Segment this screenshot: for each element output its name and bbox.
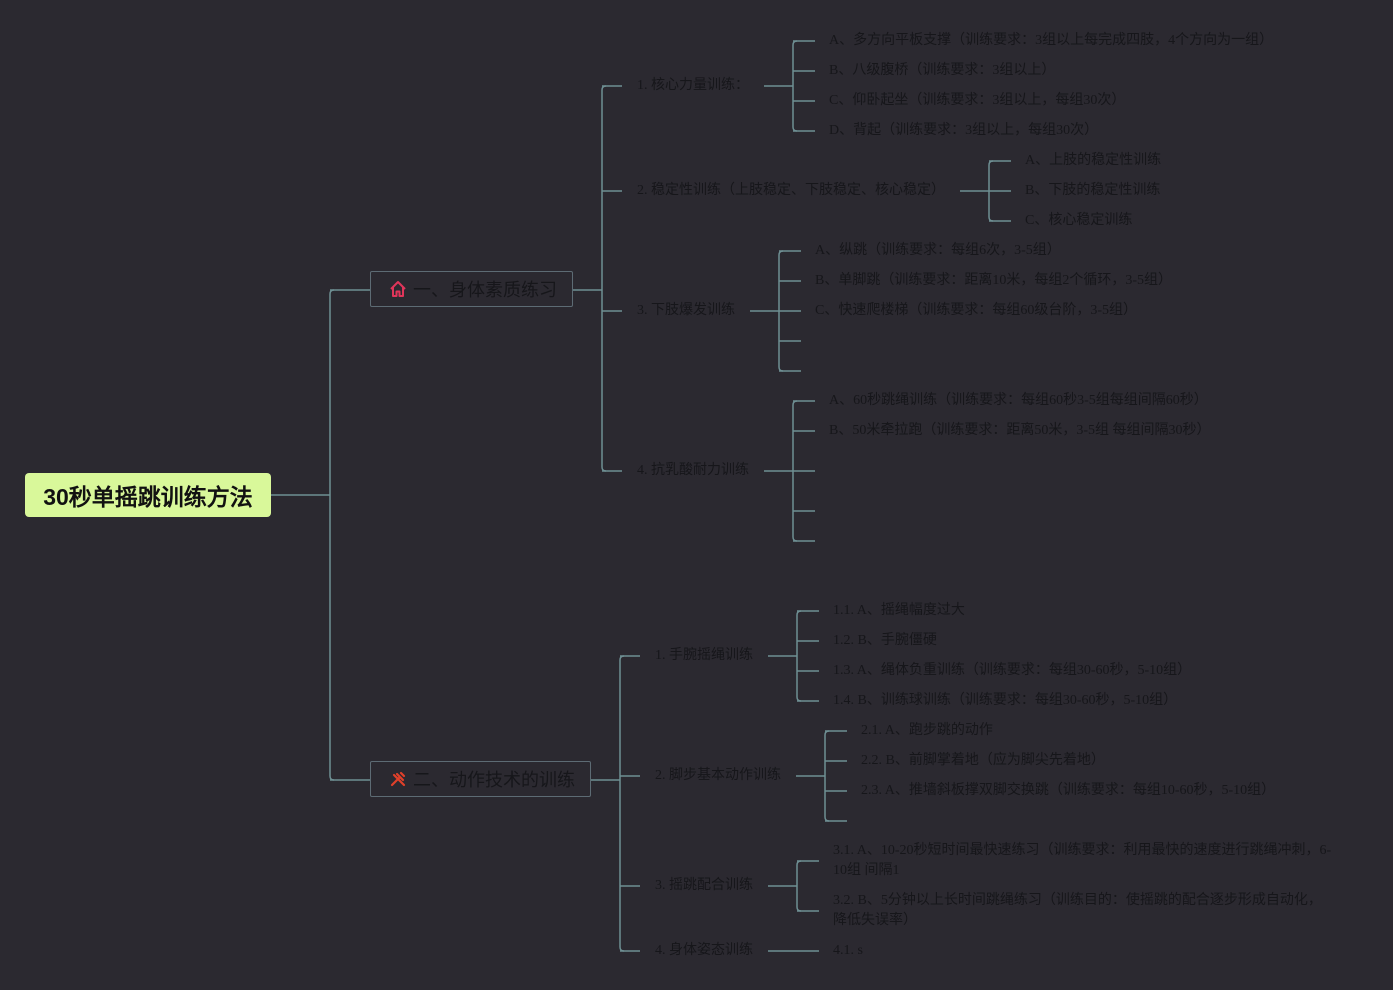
leaf-item[interactable]: 1.1. A、摇绳幅度过大 (833, 603, 965, 618)
leaf-item[interactable]: 3.2. B、5分钟以上长时间跳绳练习（训练目的：使摇跳的配合逐步形成自动化，降… (833, 893, 1322, 928)
coordination-connector-spine (796, 860, 802, 912)
leaf-item[interactable]: 1.2. B、手腕僵硬 (833, 633, 937, 648)
topic-lower-limb-power[interactable]: 3. 下肢爆发训练 (637, 303, 735, 318)
topic-swing-jump-coordination[interactable]: 3. 摇跳配合训练 (655, 878, 753, 893)
branch-label: 一、身体素质练习 (413, 280, 557, 300)
branch-label: 二、动作技术的训练 (413, 770, 575, 790)
leaf-item[interactable]: A、60秒跳绳训练（训练要求：每组60秒3-5组每组间隔60秒） (829, 393, 1208, 408)
leaf-item[interactable]: A、多方向平板支撑（训练要求：3组以上每完成四肢，4个方向为一组） (829, 33, 1274, 48)
core-connector-spine (792, 40, 798, 132)
branch-physical-fitness[interactable]: 一、身体素质练习 (370, 271, 573, 307)
footwork-connector-spine (824, 730, 830, 822)
branch1-connector-spine (601, 85, 607, 472)
leaf-item[interactable]: 4.1. s (833, 943, 863, 958)
leaf-item[interactable]: B、八级腹桥（训练要求：3组以上） (829, 63, 1056, 78)
leaf-item[interactable]: B、下肢的稳定性训练 (1025, 183, 1161, 198)
leaf-item[interactable]: B、50米牵拉跑（训练要求：距离50米，3-5组 每组间隔30秒） (829, 423, 1211, 438)
root-topic[interactable]: 30秒单摇跳训练方法 (25, 473, 271, 517)
leaf-item[interactable]: 2.1. A、跑步跳的动作 (861, 723, 993, 738)
leaf-item[interactable]: 2.2. B、前脚掌着地（应为脚尖先着地） (861, 753, 1105, 768)
home-icon (387, 278, 409, 300)
leaf-item[interactable]: 1.4. B、训练球训练（训练要求：每组30-60秒，5-10组） (833, 693, 1178, 708)
topic-core-strength[interactable]: 1. 核心力量训练： (637, 78, 749, 93)
topic-lactic-endurance[interactable]: 4. 抗乳酸耐力训练 (637, 463, 749, 478)
leaf-item[interactable]: C、快速爬楼梯（训练要求：每组60级台阶，3-5组） (815, 303, 1137, 318)
leaf-item[interactable]: C、仰卧起坐（训练要求：3组以上，每组30次） (829, 93, 1126, 108)
root-connector-spine (329, 289, 335, 781)
leaf-item[interactable]: 3.1. A、10-20秒短时间最快速练习（训练要求：利用最快的速度进行跳绳冲刺… (833, 843, 1332, 878)
branch2-connector-spine (619, 655, 625, 952)
root-title: 30秒单摇跳训练方法 (43, 484, 253, 510)
leaf-item[interactable]: A、纵跳（训练要求：每组6次，3-5组） (815, 243, 1061, 258)
topic-body-posture[interactable]: 4. 身体姿态训练 (655, 943, 753, 958)
branch-technique-training[interactable]: 二、动作技术的训练 (370, 761, 591, 797)
tools-icon (387, 768, 409, 790)
leaf-item[interactable]: A、上肢的稳定性训练 (1025, 153, 1162, 168)
leaf-item[interactable]: 1.3. A、绳体负重训练（训练要求：每组30-60秒，5-10组） (833, 663, 1192, 678)
topic-footwork[interactable]: 2. 脚步基本动作训练 (655, 768, 781, 783)
wrist-connector-spine (796, 610, 802, 702)
leaf-item[interactable]: B、单脚跳（训练要求：距离10米，每组2个循环，3-5组） (815, 273, 1172, 288)
leaf-item[interactable]: 2.3. A、推墙斜板撑双脚交换跳（训练要求：每组10-60秒，5-10组） (861, 783, 1276, 798)
leaf-item[interactable]: C、核心稳定训练 (1025, 213, 1133, 228)
topic-stability[interactable]: 2. 稳定性训练（上肢稳定、下肢稳定、核心稳定） (637, 183, 945, 198)
leaf-item[interactable]: D、背起（训练要求：3组以上，每组30次） (829, 123, 1099, 138)
topic-wrist-rope[interactable]: 1. 手腕摇绳训练 (655, 648, 753, 663)
